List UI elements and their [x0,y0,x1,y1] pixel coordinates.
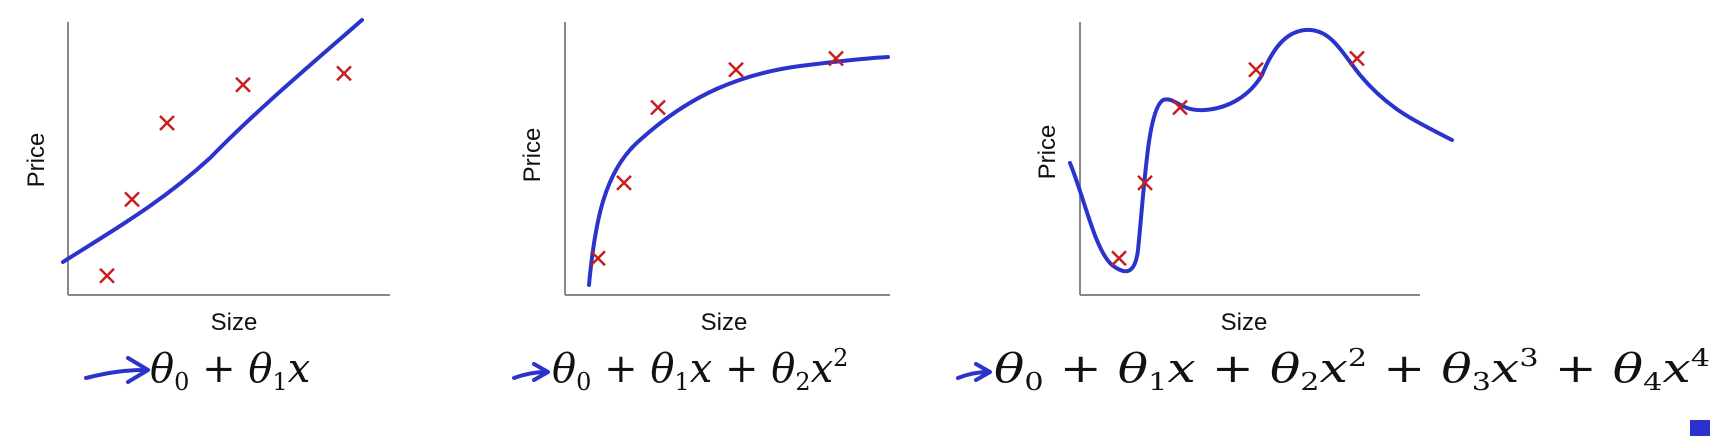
panel-3-point-2 [1137,175,1153,191]
panel-2-ylabel: Price [519,128,546,183]
panel-1-arrow-icon [84,356,150,384]
panel-3-markers [1111,50,1365,267]
panel-2-point-4 [728,61,744,78]
panel-2-point-3 [650,99,666,116]
panel-1-point-1 [99,267,115,284]
panel-2: Price Size θ0 + θ1x + θ2x2 [512,22,890,396]
panel-2-xlabel: Size [701,309,748,336]
panel-2-fit-curve [587,55,890,287]
panel-1-point-5 [336,65,352,82]
panel-1-ylabel: Price [23,133,50,188]
panel-3-point-4 [1248,61,1264,78]
panel-1: Price Size θ0 + θ1x [23,18,390,396]
panel-2-point-5 [828,50,844,67]
panel-1-point-2 [124,191,140,208]
panel-1-point-4 [235,76,251,93]
panel-3-point-5 [1349,50,1365,67]
panel-1-xlabel: Size [211,309,258,336]
panel-3-fit-curve [1068,27,1454,274]
panel-1-formula: θ0 + θ1x [150,346,310,396]
panel-3-arrow-icon [956,362,992,382]
panel-2-arrow-icon [512,362,550,382]
panel-2-point-1 [590,250,606,267]
panel-2-formula: θ0 + θ1x + θ2x2 [552,344,848,396]
panel-3-point-3 [1172,99,1188,116]
panel-3-point-1 [1111,250,1127,267]
panel-2-point-2 [616,175,632,191]
corner-marker-icon [1690,420,1710,436]
panel-1-fit-curve [61,18,364,264]
panel-1-point-3 [159,115,175,131]
panel-3-xlabel: Size [1221,309,1268,336]
panel-3-ylabel: Price [1034,125,1061,180]
panel-1-markers [99,65,352,284]
panel-2-markers [590,50,844,267]
